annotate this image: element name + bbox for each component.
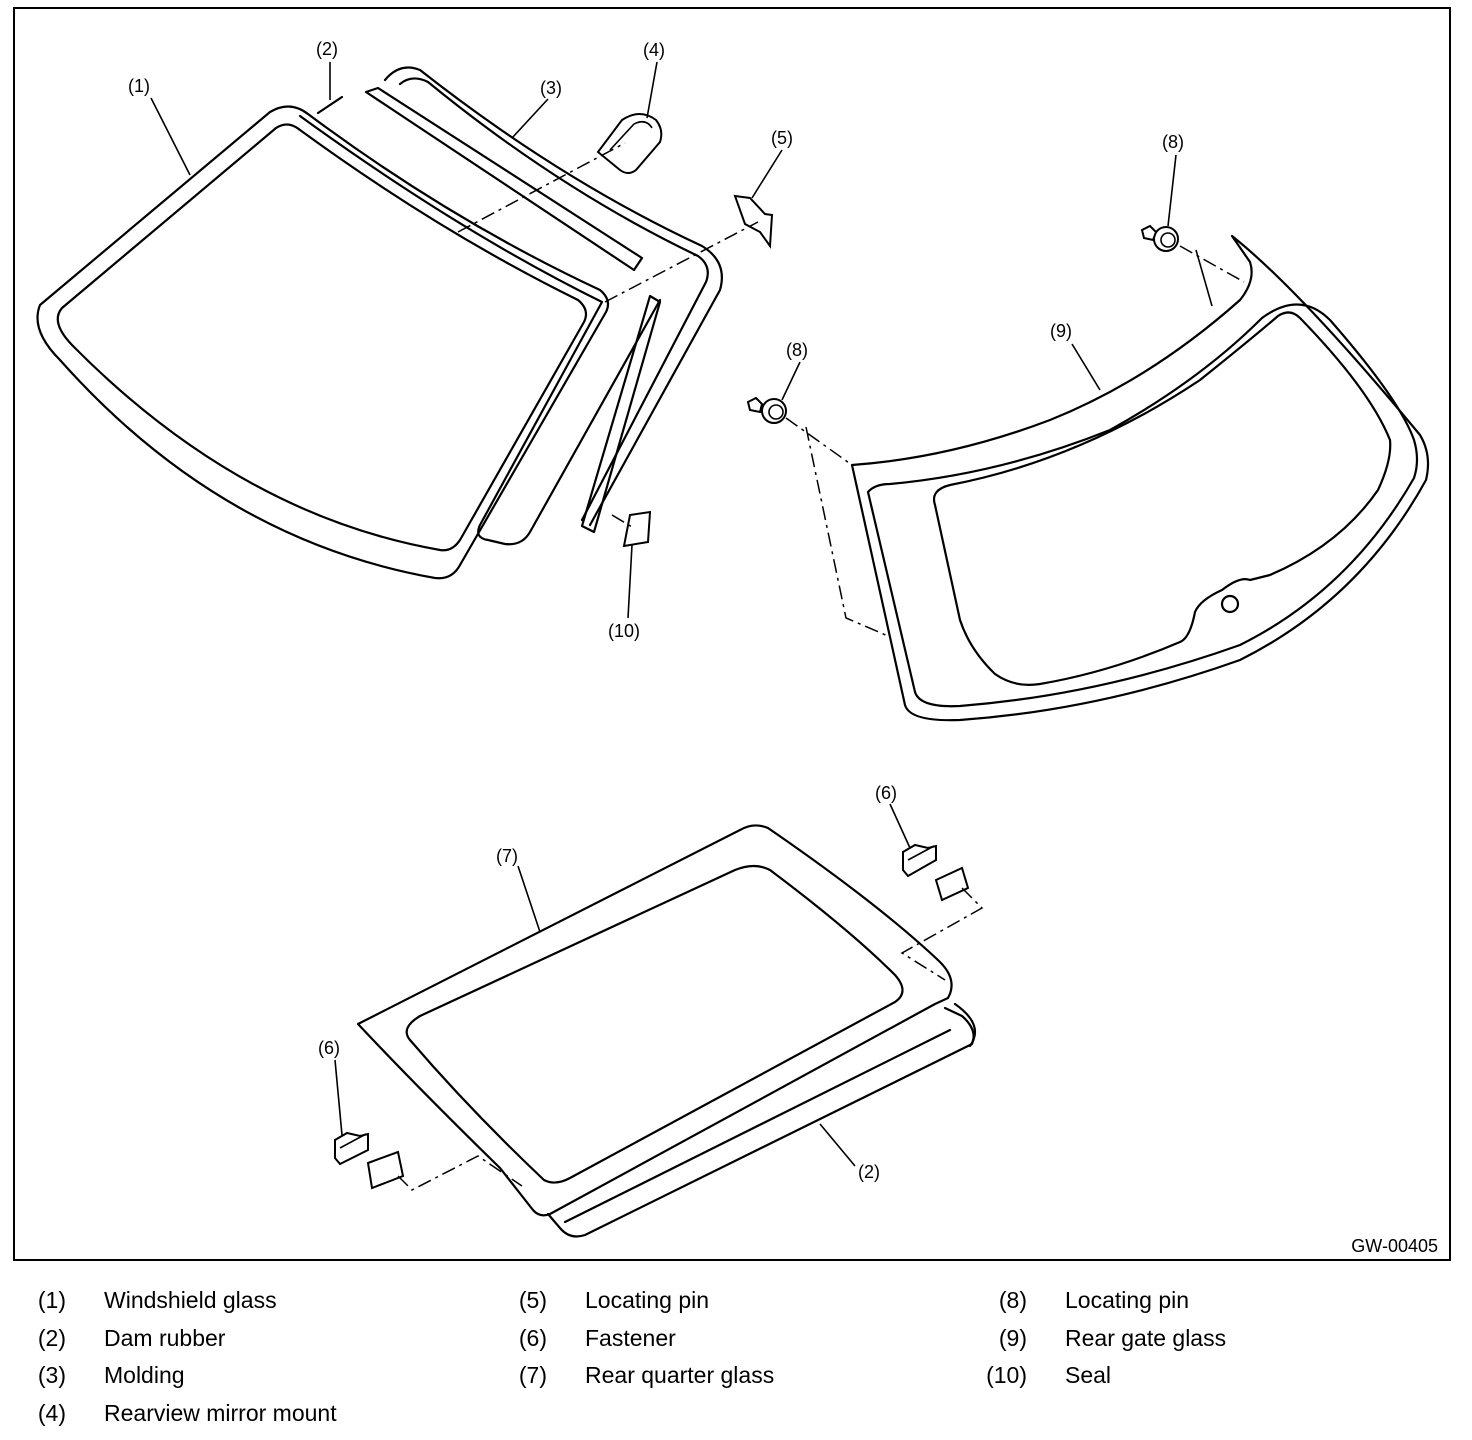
legend-label: Seal xyxy=(1065,1362,1112,1389)
assembly-lines-rear-gate xyxy=(785,245,1245,637)
legend-number: (1) xyxy=(37,1287,66,1314)
dam-rubber-quarter xyxy=(546,1002,977,1238)
legend-label: Rear quarter glass xyxy=(585,1362,775,1389)
legend-label: Dam rubber xyxy=(104,1324,226,1351)
callout-5: (5) xyxy=(771,128,793,148)
legend-label: Locating pin xyxy=(1065,1287,1190,1314)
diagram-frame xyxy=(13,7,1451,1261)
legend-column-2: (5) Locating pin (6) Fastener (7) Rear quar… xyxy=(485,1282,774,1395)
legend-item: (3) Molding xyxy=(4,1357,337,1395)
legend-number: (3) xyxy=(37,1362,66,1389)
legend-item: (8) Locating pin xyxy=(965,1282,1226,1320)
callout-1: (1) xyxy=(128,76,150,96)
callout-4: (4) xyxy=(643,40,665,60)
callout-10: (10) xyxy=(608,621,640,641)
callout-6-right: (6) xyxy=(875,783,897,803)
legend-number: (2) xyxy=(37,1324,66,1351)
legend-number: (9) xyxy=(998,1324,1027,1351)
callout-6-left: (6) xyxy=(318,1038,340,1058)
legend-column-3: (8) Locating pin (9) Rear gate glass (10) S… xyxy=(965,1282,1226,1395)
seal xyxy=(622,510,652,548)
callout-labels: (1) (2) (3) (4) (5) (10) (8) (8) (9) (7)… xyxy=(128,39,1184,1182)
legend-label: Fastener xyxy=(585,1324,676,1351)
callout-2-windshield: (2) xyxy=(316,39,338,59)
legend-item: (4) Rearview mirror mount xyxy=(4,1395,337,1433)
legend-number: (4) xyxy=(37,1399,66,1426)
exploded-parts-diagram: (1) (2) (3) (4) (5) (10) (8) (8) (9) (7)… xyxy=(13,7,1451,1261)
legend-item: (7) Rear quarter glass xyxy=(485,1357,774,1395)
dam-rubber-windshield xyxy=(298,95,662,546)
callout-8-right: (8) xyxy=(1162,132,1184,152)
rear-gate-glass xyxy=(850,234,1430,722)
locating-pin-8-right xyxy=(1140,224,1179,252)
legend-label: Windshield glass xyxy=(104,1287,277,1314)
figure-id: GW-00405 xyxy=(1351,1236,1438,1256)
parts-legend: (1) Windshield glass (2) Dam rubber (3) Mol… xyxy=(0,1282,1472,1440)
legend-label: Rearview mirror mount xyxy=(104,1399,337,1426)
callout-9: (9) xyxy=(1050,321,1072,341)
legend-item: (2) Dam rubber xyxy=(4,1320,337,1358)
locating-pin-8-left xyxy=(746,396,787,424)
leader-lines xyxy=(150,61,1213,1167)
legend-item: (9) Rear gate glass xyxy=(965,1320,1226,1358)
legend-column-1: (1) Windshield glass (2) Dam rubber (3) Mol… xyxy=(4,1282,337,1432)
callout-8-left: (8) xyxy=(786,340,808,360)
legend-item: (10) Seal xyxy=(965,1357,1226,1395)
rearview-mirror-mount xyxy=(596,113,663,174)
fastener-left xyxy=(334,1131,405,1190)
fastener-right xyxy=(902,843,970,902)
legend-number: (5) xyxy=(518,1287,547,1314)
callout-7: (7) xyxy=(496,846,518,866)
legend-item: (1) Windshield glass xyxy=(4,1282,337,1320)
locating-pin-5 xyxy=(733,194,774,249)
legend-label: Molding xyxy=(104,1362,185,1389)
legend-item: (6) Fastener xyxy=(485,1320,774,1358)
legend-number: (10) xyxy=(986,1362,1027,1389)
callout-3: (3) xyxy=(540,78,562,98)
windshield-glass xyxy=(36,105,610,580)
assembly-lines-windshield xyxy=(457,142,759,528)
legend-number: (6) xyxy=(518,1324,547,1351)
legend-label: Locating pin xyxy=(585,1287,710,1314)
legend-number: (8) xyxy=(998,1287,1027,1314)
legend-label: Rear gate glass xyxy=(1065,1324,1227,1351)
legend-item: (5) Locating pin xyxy=(485,1282,774,1320)
rear-quarter-glass xyxy=(356,824,953,1217)
assembly-lines-quarter xyxy=(397,887,984,1191)
molding xyxy=(364,66,723,534)
legend-number: (7) xyxy=(518,1362,547,1389)
callout-2-quarter: (2) xyxy=(858,1162,880,1182)
